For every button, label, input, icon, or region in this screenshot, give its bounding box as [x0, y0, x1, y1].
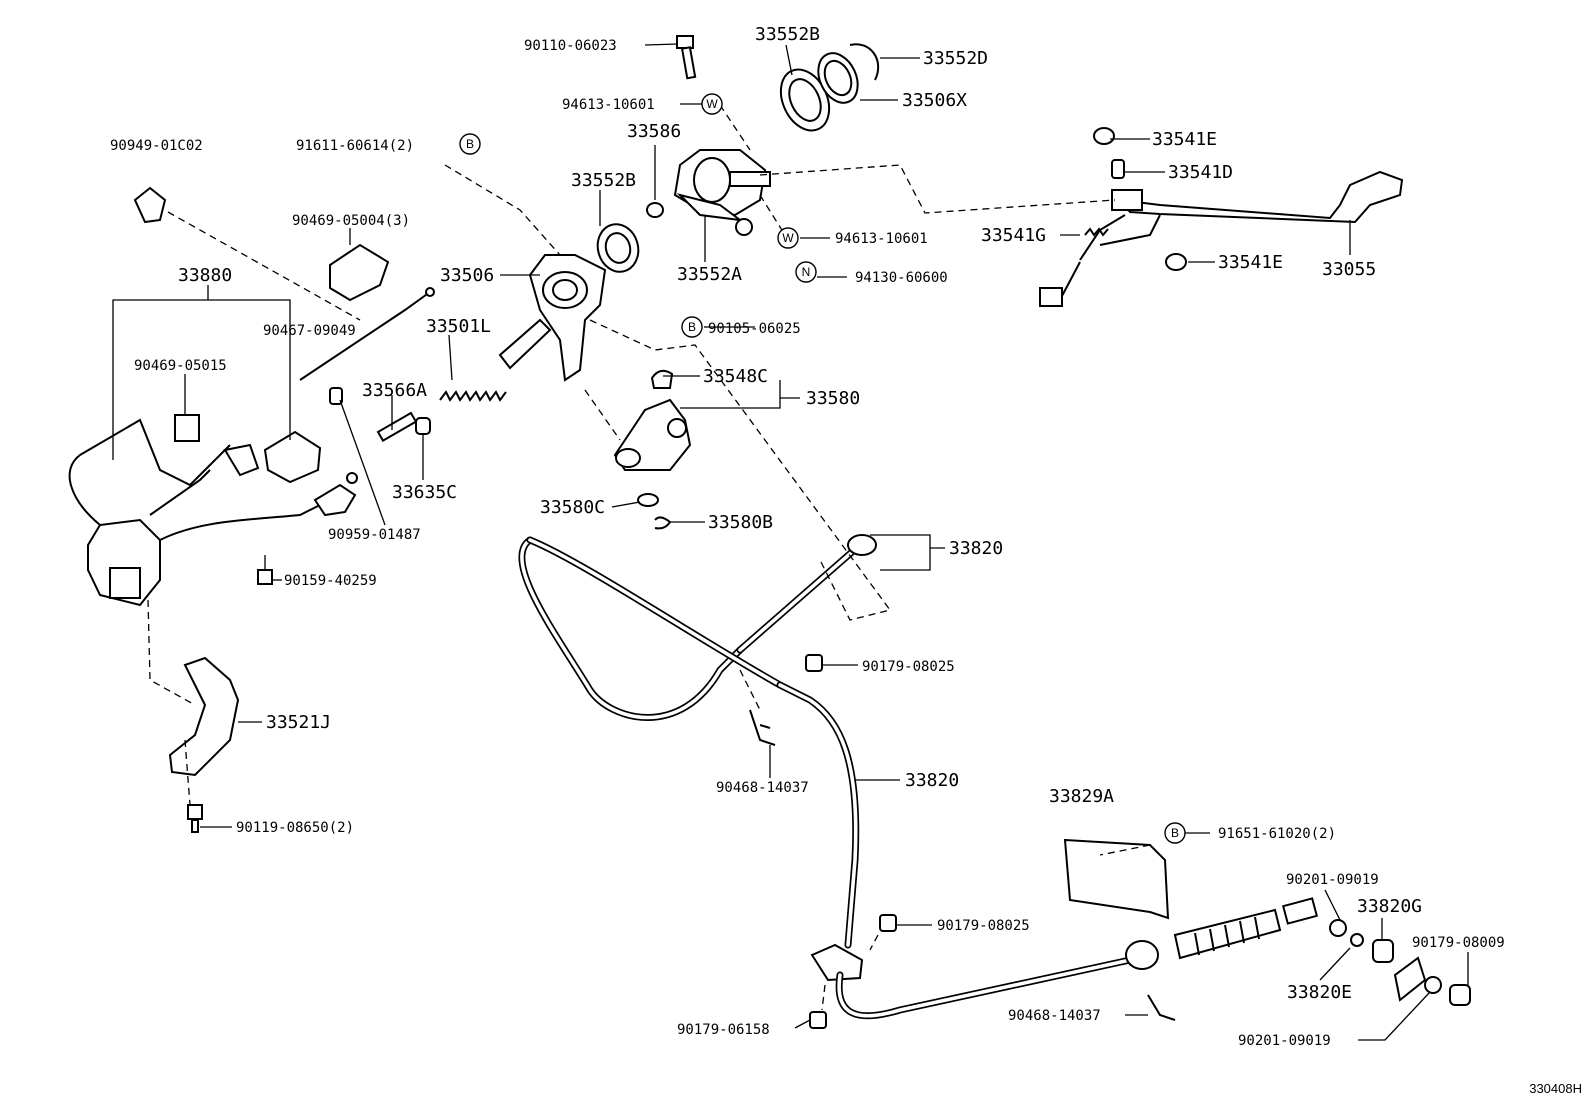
label-33552D: 33552D — [923, 48, 988, 69]
label-33506X: 33506X — [902, 90, 967, 111]
bolt-90119-08650-drawing — [187, 804, 203, 833]
label-33521J: 33521J — [266, 712, 331, 733]
switch-90959-01487-drawing — [313, 472, 358, 517]
clip-90949-01C02-drawing — [133, 186, 167, 224]
label-94613-10601-top: 94613-10601 — [562, 97, 655, 113]
svg-text:W: W — [706, 97, 718, 111]
bolt-90110-06023-drawing — [676, 35, 697, 80]
label-94130-60600: 94130-60600 — [855, 270, 948, 286]
svg-text:W: W — [782, 231, 794, 245]
label-90201-09019-bottom: 90201-09019 — [1238, 1033, 1331, 1049]
bushings-drawing — [1329, 919, 1471, 1006]
nut-33541E-top-drawing — [1093, 127, 1115, 145]
shift-cable-33820-drawing — [518, 534, 1319, 1020]
bracket-33506-drawing — [498, 254, 607, 382]
label-33580C: 33580C — [540, 497, 605, 518]
clamp-90469-05004-drawing — [329, 243, 390, 302]
svg-text:B: B — [466, 137, 474, 151]
label-33548C: 33548C — [703, 366, 768, 387]
label-33880: 33880 — [178, 265, 232, 286]
marker-b-1: B — [459, 133, 481, 155]
marker-w-1: W — [701, 93, 723, 115]
spring-33541G-drawing — [1084, 227, 1109, 237]
label-33820-top: 33820 — [949, 538, 1003, 559]
label-33580B: 33580B — [708, 512, 773, 533]
pin-33541D-drawing — [1111, 159, 1125, 179]
label-33055: 33055 — [1322, 259, 1376, 280]
clips-90468-drawing — [749, 709, 1176, 1021]
label-91611-60614: 91611-60614(2) — [296, 138, 414, 154]
label-90179-08025-bottom: 90179-08025 — [937, 918, 1030, 934]
cap-33548C-drawing — [650, 369, 674, 389]
label-90179-06158: 90179-06158 — [677, 1022, 770, 1038]
marker-b-2: B — [681, 316, 703, 338]
plate-33829A-drawing — [1063, 838, 1170, 920]
marker-w-2: W — [777, 227, 799, 249]
label-33501L: 33501L — [426, 316, 491, 337]
lever-33580-drawing — [613, 398, 692, 471]
nuts-90179-drawing — [805, 654, 897, 1029]
label-90119-08650: 90119-08650(2) — [236, 820, 354, 836]
label-33829A: 33829A — [1049, 786, 1114, 807]
svg-text:B: B — [688, 320, 696, 334]
label-33635C: 33635C — [392, 482, 457, 503]
svg-text:B: B — [1171, 826, 1179, 840]
clip-33586-small-drawing — [329, 387, 343, 405]
label-33541E-bottom: 33541E — [1218, 252, 1283, 273]
label-33541D: 33541D — [1168, 162, 1233, 183]
pin-33586-drawing — [646, 202, 664, 218]
shift-housing-drawing — [673, 149, 771, 236]
shift-lever-33055-drawing — [1039, 170, 1404, 307]
clip-33580B-drawing — [654, 516, 672, 530]
nut-33541E-bottom-drawing — [1165, 253, 1187, 271]
marker-b-3: B — [1164, 822, 1186, 844]
label-90469-05015: 90469-05015 — [134, 358, 227, 374]
label-94613-10601-mid: 94613-10601 — [835, 231, 928, 247]
washer-33580C-drawing — [637, 493, 659, 507]
marker-n: N — [795, 261, 817, 283]
svg-text:N: N — [802, 265, 811, 279]
label-33586: 33586 — [627, 121, 681, 142]
label-33820E: 33820E — [1287, 982, 1352, 1003]
label-33566A: 33566A — [362, 380, 427, 401]
label-33541G: 33541G — [981, 225, 1046, 246]
label-91651-61020: 91651-61020(2) — [1218, 826, 1336, 842]
label-90468-14037-bottom: 90468-14037 — [1008, 1008, 1101, 1024]
label-90110-06023: 90110-06023 — [524, 38, 617, 54]
actuator-33880-drawing — [68, 418, 331, 607]
label-33552A: 33552A — [677, 264, 742, 285]
leader-lines — [112, 43, 1469, 1041]
label-90105-06025: 90105-06025 — [708, 321, 801, 337]
connector-drawing — [223, 430, 322, 484]
ring-33552B-drawing — [596, 223, 640, 273]
label-33552B-top: 33552B — [755, 24, 820, 45]
label-90469-05004: 90469-05004(3) — [292, 213, 410, 229]
cap-33635C-drawing — [415, 417, 431, 435]
label-33820-mid: 33820 — [905, 770, 959, 791]
bracket-33521J-drawing — [168, 656, 240, 777]
label-90959-01487: 90959-01487 — [328, 527, 421, 543]
label-90179-08025-top: 90179-08025 — [862, 659, 955, 675]
label-33820G: 33820G — [1357, 896, 1422, 917]
dashed-leaders — [147, 104, 1151, 1011]
label-33506: 33506 — [440, 265, 494, 286]
bolt-90159-40259-drawing — [257, 555, 273, 585]
label-90201-09019-top: 90201-09019 — [1286, 872, 1379, 888]
label-33552B-mid: 33552B — [571, 170, 636, 191]
label-90468-14037-top: 90468-14037 — [716, 780, 809, 796]
spring-33501L-drawing — [439, 390, 507, 402]
diagram-reference-code: 330408H — [1529, 1081, 1582, 1096]
label-90159-40259: 90159-40259 — [284, 573, 377, 589]
label-90467-09049: 90467-09049 — [263, 323, 356, 339]
pin-33566A-drawing — [376, 411, 418, 443]
label-33541E-top: 33541E — [1152, 129, 1217, 150]
rod-90467-09049-drawing — [299, 287, 435, 381]
label-90179-08009: 90179-08009 — [1412, 935, 1505, 951]
ring-parts-top-drawing — [779, 43, 880, 132]
clamp-90469-05015-drawing — [174, 414, 200, 442]
label-33580: 33580 — [806, 388, 860, 409]
label-90949-01C02: 90949-01C02 — [110, 138, 203, 154]
